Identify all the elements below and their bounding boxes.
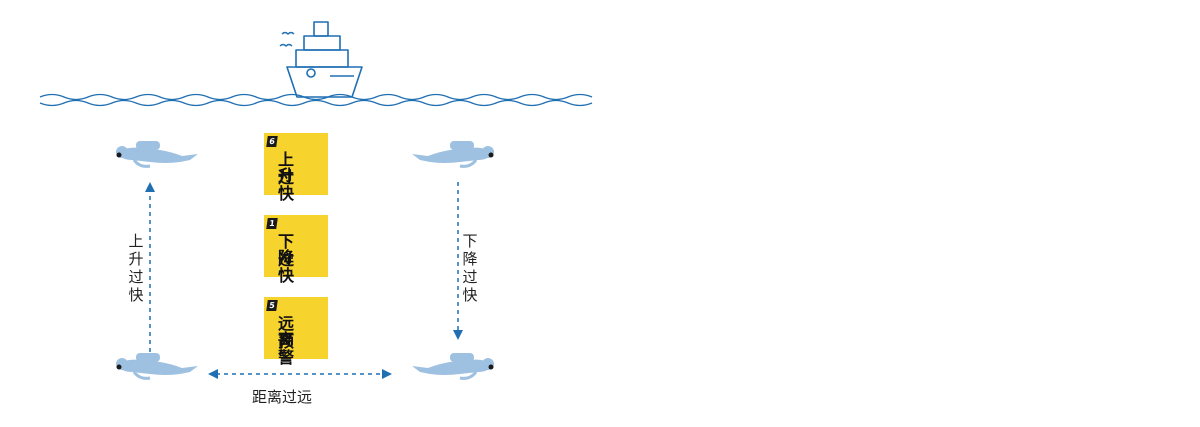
warning-text-line2: 预 警 — [278, 332, 301, 367]
warning-card-distance: 5 远 离 预 警 — [264, 297, 328, 366]
ship-icon — [286, 21, 363, 98]
diver-icon — [412, 353, 494, 380]
warning-text-line1: 下 降 — [278, 232, 301, 267]
bird-icon — [279, 31, 295, 47]
warning-text-line1: 远 离 — [278, 314, 301, 349]
warning-badge: 1 — [266, 218, 278, 229]
warning-text-line1: 上 升 — [278, 150, 301, 185]
warning-badge: 6 — [266, 136, 278, 147]
sea-surface — [39, 93, 593, 107]
warning-text-line2: 过 快 — [278, 250, 301, 285]
descent-arrowhead — [453, 330, 463, 340]
warning-card-descent: 1 下 降 过 快 — [264, 215, 328, 284]
ascent-arrowhead — [145, 182, 155, 192]
warning-badge: 5 — [266, 300, 278, 311]
distance-label: 距离过远 — [252, 388, 313, 406]
diver-icon — [116, 141, 198, 168]
descent-label: 下降过快 — [462, 232, 478, 304]
diver-icon — [412, 141, 494, 168]
warning-text-line2: 过 快 — [278, 168, 301, 203]
ascent-label: 上升过快 — [128, 232, 144, 304]
warning-card-ascent: 6 上 升 过 快 — [264, 133, 328, 202]
distance-arrowhead-right — [382, 369, 392, 379]
distance-arrowhead-left — [208, 369, 218, 379]
diver-icon — [116, 353, 198, 380]
